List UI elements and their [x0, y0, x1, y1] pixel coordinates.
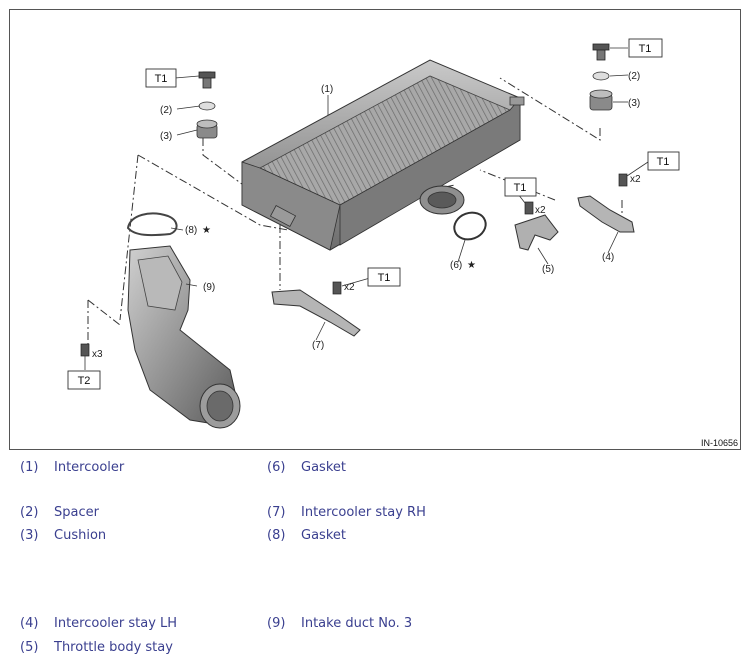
torque-tag-t1-left: T1	[155, 73, 168, 85]
legend-number: (4)	[20, 616, 39, 631]
torque-tag-t1-center: T1	[514, 182, 527, 194]
torque-tag-t1-bottom: T1	[378, 272, 391, 284]
legend-number: (2)	[20, 505, 39, 520]
legend-number: (6)	[267, 460, 286, 475]
callout-6: (6)	[450, 260, 462, 271]
leader-lines	[84, 47, 649, 370]
legend-number: (9)	[267, 616, 286, 631]
star-8: ★	[202, 225, 211, 236]
gasket-8	[126, 212, 178, 237]
intercooler	[241, 59, 525, 251]
legend-text: Cushion	[54, 528, 107, 543]
torque-tags	[67, 38, 680, 390]
legend-number: (8)	[267, 528, 286, 543]
torque-tag-t1-right-top: T1	[639, 43, 652, 55]
legend-number: (1)	[20, 460, 39, 475]
quantity-bottom: x2	[344, 282, 355, 293]
legend-text: Spacer	[54, 505, 99, 520]
quantity-center: x2	[535, 205, 546, 216]
assembly-lines	[87, 77, 623, 345]
legend-text: Gasket	[301, 528, 346, 543]
quantity-left: x3	[92, 349, 103, 360]
legend-text: Intercooler	[54, 460, 125, 475]
line-left-mount	[202, 138, 291, 221]
intercooler-stay-rh	[271, 289, 361, 337]
torque-tag-t1-right-mid: T1	[657, 156, 670, 168]
left-mount	[196, 71, 218, 139]
callout-4: (4)	[602, 252, 614, 263]
diagram-canvas: T1 T1 T1 T1 T1 T2 (1) (2) (3) (2) (3) (4…	[67, 38, 738, 448]
line-left-outer-down	[119, 154, 139, 321]
throttle-body-stay	[514, 214, 559, 251]
bolt-bottom	[332, 281, 342, 295]
bolt-left	[80, 343, 90, 357]
legend-text: Throttle body stay	[54, 640, 173, 655]
line-right-mount	[499, 77, 601, 141]
bolt-right	[618, 173, 628, 187]
bolt-center	[524, 201, 534, 215]
bolts	[80, 173, 628, 357]
star-6: ★	[467, 260, 476, 271]
figure-id: IN-10656	[701, 438, 738, 448]
callout-7: (7)	[312, 340, 324, 351]
callout-2-right: (2)	[628, 71, 640, 82]
callout-3-right: (3)	[628, 98, 640, 109]
intake-duct	[127, 245, 241, 429]
line-right-stay	[479, 169, 556, 201]
callout-1: (1)	[321, 84, 333, 95]
callout-9: (9)	[203, 282, 215, 293]
callout-3-left: (3)	[160, 131, 172, 142]
line-left-outer	[137, 154, 289, 231]
line-duct	[87, 299, 121, 326]
torque-tag-t2: T2	[78, 375, 91, 387]
legend-text: Intercooler stay RH	[301, 505, 426, 520]
legend-number: (5)	[20, 640, 39, 655]
legend-number: (3)	[20, 528, 39, 543]
legend-number: (7)	[267, 505, 286, 520]
callout-8: (8)	[185, 225, 197, 236]
legend-text: Intake duct No. 3	[301, 616, 413, 631]
callout-5: (5)	[542, 264, 554, 275]
legend-text: Gasket	[301, 460, 346, 475]
right-mount	[589, 43, 613, 111]
quantity-right: x2	[630, 174, 641, 185]
intercooler-stay-lh	[577, 195, 635, 233]
gasket-6	[453, 211, 487, 241]
legend-text: Intercooler stay LH	[54, 616, 178, 631]
callout-2-left: (2)	[160, 105, 172, 116]
exploded-diagram: T1 T1 T1 T1 T1 T2 (1) (2) (3) (2) (3) (4…	[9, 9, 741, 450]
